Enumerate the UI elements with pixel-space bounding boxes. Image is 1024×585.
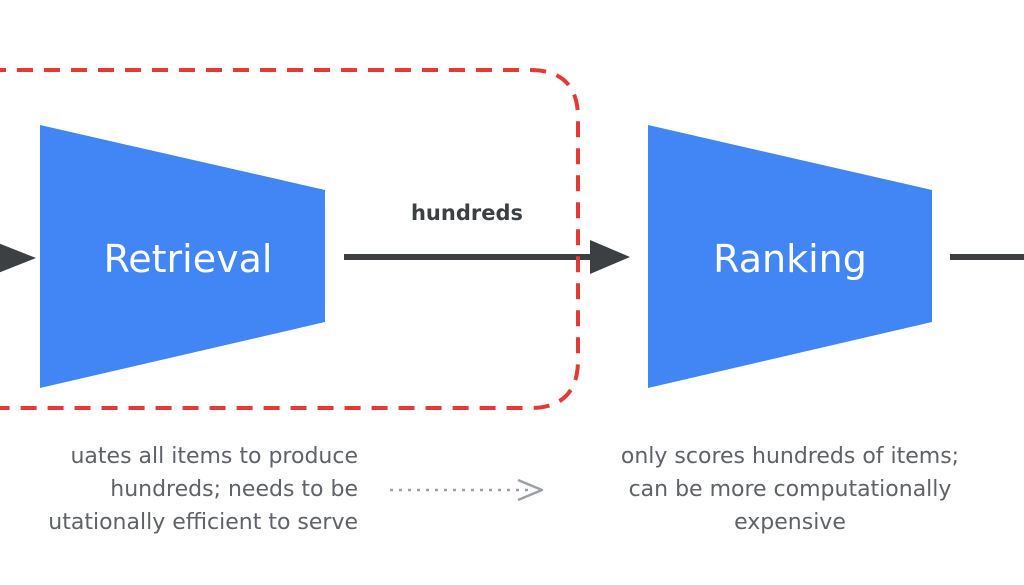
incoming-arrow-head [0,243,36,273]
ranking-caption-line: only scores hundreds of items; [620,444,960,469]
retrieval-to-ranking-arrow-head [590,240,630,274]
retrieval-caption-line: utationally efficient to serve [48,510,358,535]
retrieval-stage-label: Retrieval [104,237,273,281]
ranking-caption-line: expensive [734,510,846,535]
ranking-stage-label: Ranking [713,237,867,281]
ranking-caption: only scores hundreds of items; can be mo… [588,440,992,539]
ranking-stage-shape [648,125,932,388]
retrieval-highlight-box [0,68,580,410]
retrieval-caption: uates all items to produce hundreds; nee… [48,440,358,539]
ranking-caption-line: can be more computationally [628,477,952,502]
retrieval-caption-line: hundreds; needs to be [110,477,358,502]
arrow-label-hundreds: hundreds [411,201,523,225]
caption-dotted-arrow-head [517,478,544,502]
retrieval-caption-line: uates all items to produce [70,444,358,469]
retrieval-stage-shape [40,125,325,388]
